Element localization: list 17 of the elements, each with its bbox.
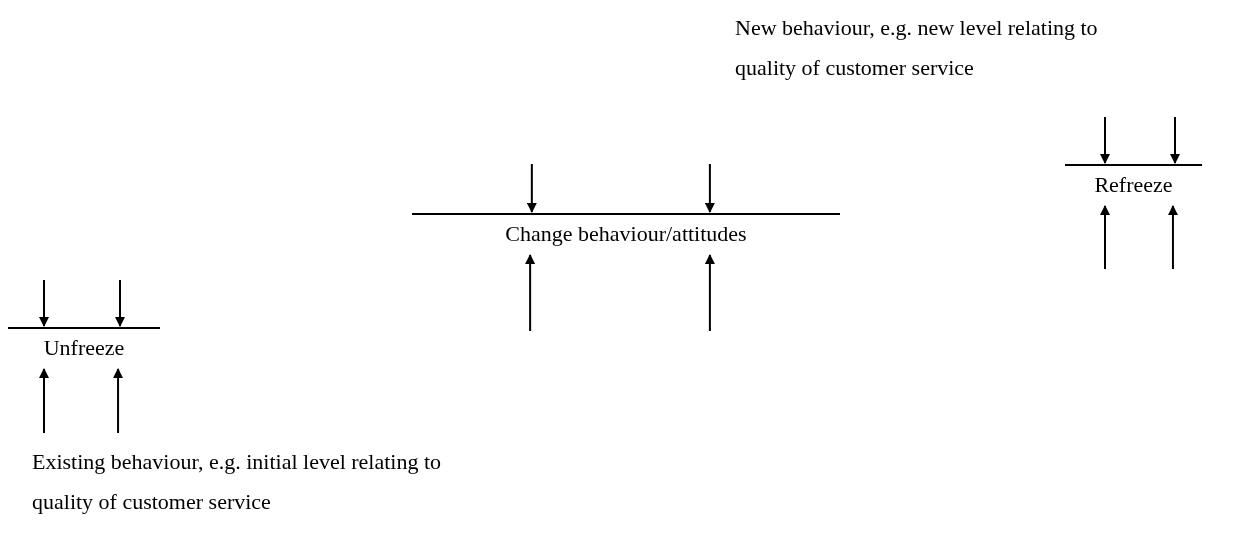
stage-label: Unfreeze <box>8 327 160 369</box>
arrow <box>704 254 715 332</box>
arrow <box>525 254 536 332</box>
arrow <box>39 368 49 434</box>
description-text: Existing behaviour, e.g. initial level relating to quality of customer service <box>32 448 443 516</box>
arrow <box>704 163 715 213</box>
arrow <box>113 368 124 434</box>
stage-label: Change behaviour/attitudes <box>412 213 840 255</box>
arrow <box>1170 116 1180 164</box>
arrow <box>115 279 125 327</box>
arrow <box>1100 116 1110 164</box>
arrow <box>526 163 537 213</box>
arrow <box>39 279 49 327</box>
arrow <box>1100 205 1110 270</box>
stage-label: Refreeze <box>1065 164 1202 206</box>
description-text: New behaviour, e.g. new level relating to quality of customer service <box>735 14 1099 82</box>
arrow <box>1167 205 1178 270</box>
